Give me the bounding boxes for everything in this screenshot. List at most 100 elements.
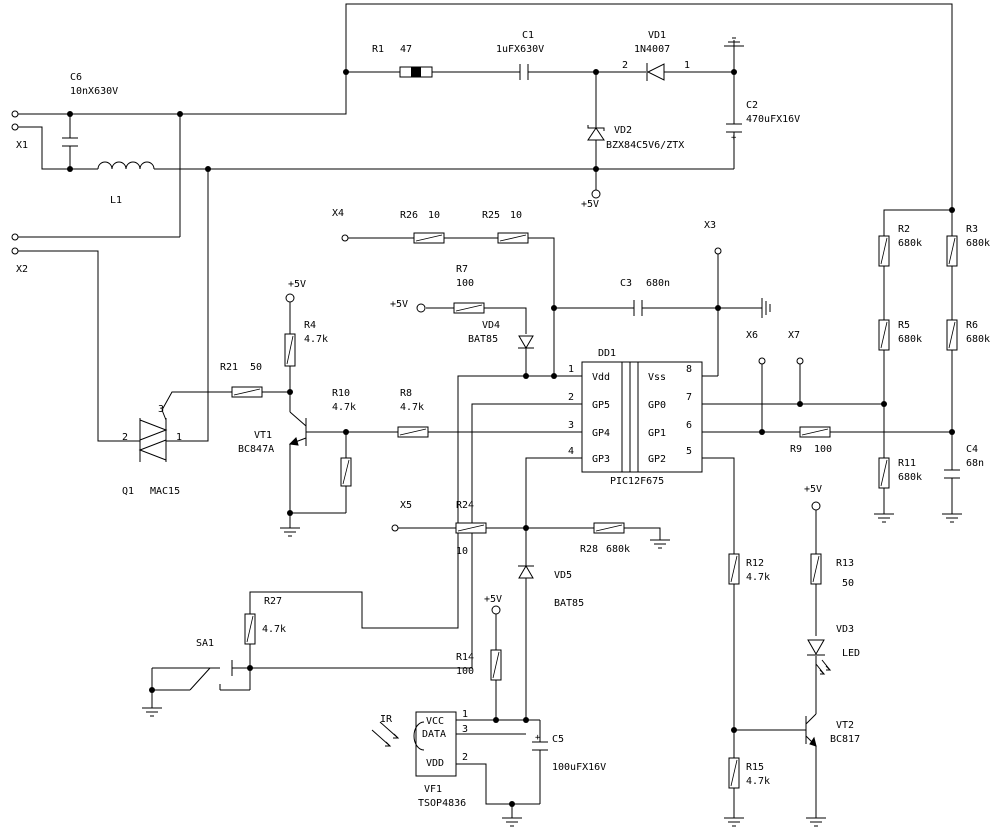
pin-numbers: 2 1 2 1 3 1 2 3 4 8 7 6 5 1 3 2 [122,60,692,763]
pin-name-gp1: GP1 [648,428,666,439]
component-labels: R1 47 C1 1uFX630V VD1 1N4007 C6 10nX630V… [16,30,990,809]
diodes [518,63,832,675]
label-r8-value: 4.7k [400,402,424,413]
label-r1-value: 47 [400,44,412,55]
label-vt2-value: BC817 [830,734,860,745]
label-plus5-r14: +5V [484,594,502,605]
pin-number: 8 [686,364,692,375]
label-sa1: SA1 [196,638,214,649]
label-r13-value: 50 [842,578,854,589]
label-vf1-value: TSOP4836 [418,798,466,809]
label-vd2-value: BZX84C5V6/ZTX [606,140,684,151]
pin-number: 2 [462,752,468,763]
pin-name-gp5: GP5 [592,400,610,411]
label-r14-value: 100 [456,666,474,677]
label-vcc: VCC [426,716,444,727]
label-x2: X2 [16,264,28,275]
label-dd1-value: PIC12F675 [610,476,664,487]
label-vdd-tsop: VDD [426,758,444,769]
capacitor-polarity: + + [535,133,737,743]
label-vt1-value: BC847A [238,444,274,455]
label-l1: L1 [110,195,122,206]
label-r9: R9 [790,444,802,455]
label-r15-value: 4.7k [746,776,770,787]
pin-number: 3 [158,404,164,415]
pin-name-gp2: GP2 [648,454,666,465]
pin-number: 2 [122,432,128,443]
label-c1-value: 1uFX630V [496,44,544,55]
label-r24-value: 10 [456,546,468,557]
pin-number: 2 [568,392,574,403]
label-r26: R26 [400,210,418,221]
label-r10: R10 [332,388,350,399]
label-vd2: VD2 [614,125,632,136]
label-vd4-value: BAT85 [468,334,498,345]
label-r12: R12 [746,558,764,569]
label-vf1: VF1 [424,784,442,795]
switch-sa1 [189,660,250,691]
pin-number: 6 [686,420,692,431]
pin-number: 3 [462,724,468,735]
label-x6: X6 [746,330,758,341]
label-vt2: VT2 [836,720,854,731]
label-r3-value: 680k [966,238,990,249]
label-r24: R24 [456,500,474,511]
label-r7: R7 [456,264,468,275]
label-r7-value: 100 [456,278,474,289]
label-r10-value: 4.7k [332,402,356,413]
label-x7: X7 [788,330,800,341]
label-plus5-vd3: +5V [804,484,822,495]
label-r4: R4 [304,320,316,331]
label-c6: C6 [70,72,82,83]
label-q1-value: MAC15 [150,486,180,497]
transistor-vt1 [288,411,307,446]
label-vd3: VD3 [836,624,854,635]
label-data: DATA [422,729,446,740]
label-r6-value: 680k [966,334,990,345]
pin-name-vss: Vss [648,372,666,383]
label-vd3-value: LED [842,648,860,659]
label-r1: R1 [372,44,384,55]
label-r9-value: 100 [814,444,832,455]
pin-name-vdd: Vdd [592,372,610,383]
label-r2-value: 680k [898,238,922,249]
label-vd4: VD4 [482,320,500,331]
label-vd1: VD1 [648,30,666,41]
label-r25-value: 10 [510,210,522,221]
ir-receiver-vf1 [371,711,457,777]
label-plus5-vt1: +5V [288,279,306,290]
svg-text:+: + [535,733,541,743]
wires [18,3,953,818]
pin-number: 7 [686,392,692,403]
label-r21: R21 [220,362,238,373]
label-r11: R11 [898,458,916,469]
resistors-horizontal [231,66,831,534]
resistors-vertical [244,235,958,789]
label-r5: R5 [898,320,910,331]
label-r11-value: 680k [898,472,922,483]
label-c6-value: 10nX630V [70,86,118,97]
label-r6: R6 [966,320,978,331]
label-r26-value: 10 [428,210,440,221]
label-vt1: VT1 [254,430,272,441]
label-c5-value: 100uFX16V [552,762,606,773]
pin-name-gp4: GP4 [592,428,610,439]
pin-number: 4 [568,446,574,457]
label-r25: R25 [482,210,500,221]
label-plus5-r7: +5V [390,299,408,310]
label-r13: R13 [836,558,854,569]
ground-symbols [142,37,962,827]
label-c3: C3 [620,278,632,289]
transistor-vt2 [805,713,817,747]
svg-text:+: + [731,133,737,143]
label-r5-value: 680k [898,334,922,345]
label-r2: R2 [898,224,910,235]
pin-name-gp3: GP3 [592,454,610,465]
label-plus5-top: +5V [581,199,599,210]
ic-pin-labels: Vdd GP5 GP4 GP3 Vss GP0 GP1 GP2 [592,372,666,465]
label-x5: X5 [400,500,412,511]
pin-number: 1 [176,432,182,443]
capacitors [62,64,960,751]
label-dd1: DD1 [598,348,616,359]
